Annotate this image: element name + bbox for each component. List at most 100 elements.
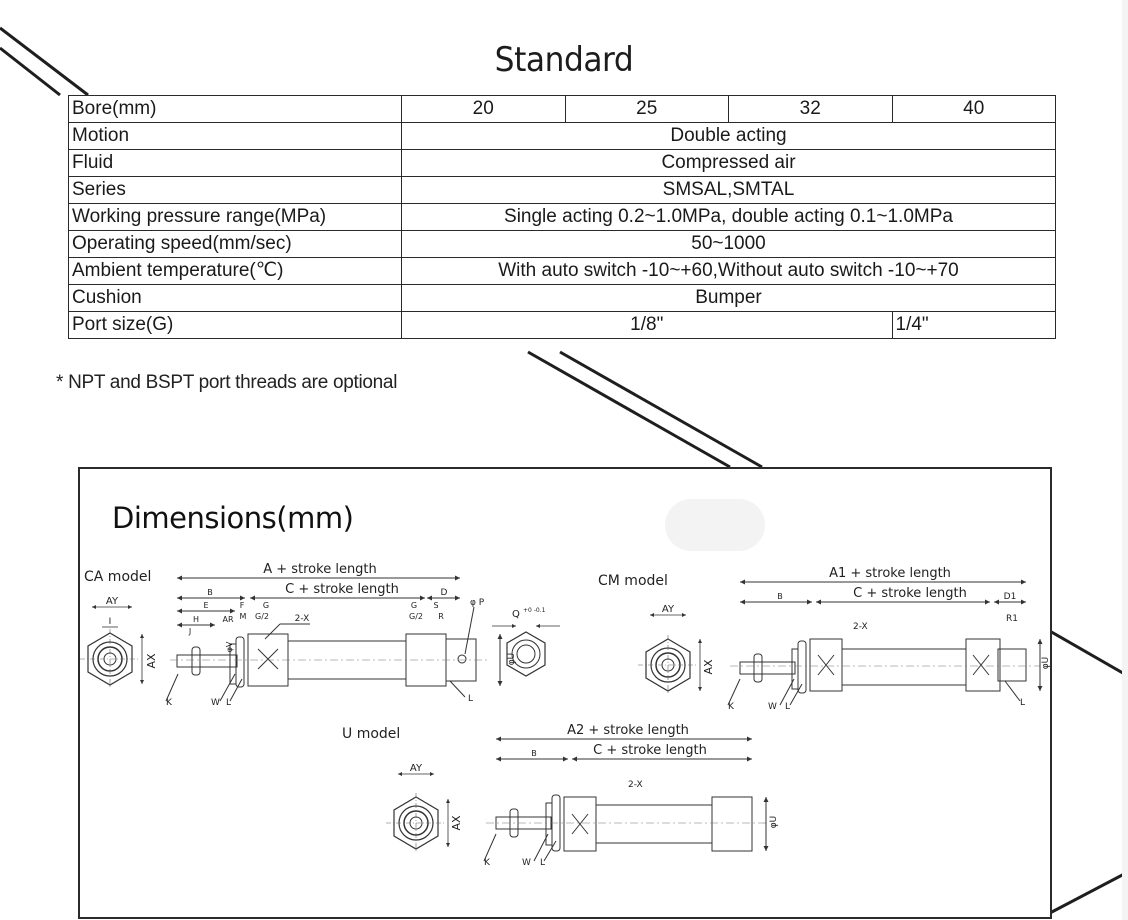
label-f: F (240, 601, 245, 610)
label-g: G (263, 601, 269, 610)
table-row: Fluid Compressed air (68, 149, 1056, 177)
row-label: Operating speed(mm/sec) (68, 230, 402, 258)
table-row: Cushion Bumper (68, 284, 1056, 312)
label-k: K (166, 698, 173, 708)
label-cm-b: B (777, 592, 783, 601)
table-row: Working pressure range(MPa) Single actin… (68, 203, 1056, 231)
label-p: φ P (470, 598, 485, 608)
cm-side-view (727, 579, 1043, 706)
page-indicator-pill (665, 499, 765, 551)
label-l: L (226, 698, 231, 708)
bore-32: 32 (728, 95, 893, 123)
ca-model-label: CA model (84, 569, 152, 585)
label-cm-2x: 2-X (853, 622, 868, 632)
label-cm-l: L (785, 702, 790, 712)
row-label: Port size(G) (68, 311, 402, 339)
label-cm-k: K (728, 702, 735, 712)
row-value: SMSAL,SMTAL (401, 176, 1056, 204)
label-d: D (441, 588, 448, 598)
label-cm-ay: AY (662, 604, 675, 615)
row-label: Working pressure range(MPa) (68, 203, 402, 231)
row-value: Bumper (401, 284, 1056, 312)
label-cm-overall: A1 + stroke length (829, 566, 951, 581)
label-j: J (188, 627, 191, 636)
label-g2-right: G/2 (409, 612, 423, 621)
label-cm-ax: AX (702, 659, 715, 675)
cm-dimension-labels: A1 + stroke length C + stroke length D1 … (728, 566, 1050, 712)
label-h: H (193, 615, 199, 624)
page-edge (1122, 0, 1128, 920)
ca-dimension-labels: A + stroke length C + stroke length B D … (166, 562, 517, 708)
row-label: Bore(mm) (68, 95, 402, 123)
label-u-u: φU (769, 816, 779, 829)
bore-25: 25 (564, 95, 729, 123)
row-label: Ambient temperature(℃) (68, 257, 402, 285)
label-ca-overall: A + stroke length (263, 562, 377, 577)
label-d1: D1 (1004, 592, 1017, 602)
label-cm-body: C + stroke length (853, 586, 967, 601)
label-u-b: B (531, 749, 537, 758)
label-q-tolerance: +0 -0.1 (523, 607, 546, 614)
label-u-body: C + stroke length (593, 743, 707, 758)
u-side-view (483, 736, 769, 862)
table-row: Operating speed(mm/sec) 50~1000 (68, 230, 1056, 258)
dimensions-title: Dimensions(mm) (112, 501, 354, 535)
table-row: Motion Double acting (68, 122, 1056, 150)
port-size-large: 1/4" (891, 311, 1056, 339)
label-e: E (203, 601, 208, 610)
dimensions-panel: Dimensions(mm) CA model CM model U model (78, 467, 1052, 919)
label-ca-body: C + stroke length (285, 582, 399, 597)
label-g2: G/2 (255, 612, 269, 621)
u-dimension-labels: A2 + stroke length C + stroke length B 2… (484, 723, 779, 868)
label-q: Q (512, 609, 520, 620)
table-row-port-size: Port size(G) 1/8" 1/4" (68, 311, 1056, 339)
cylinder-drawings: AY I AX (80, 562, 1050, 868)
table-row-bore: Bore(mm) 20 25 32 40 (68, 95, 1056, 123)
label-cm-l-right: L (1020, 698, 1025, 708)
label-l-right: L (468, 694, 473, 704)
label-u-2x: 2-X (628, 780, 643, 790)
label-u-w: W (522, 858, 531, 868)
label-ar: AR (222, 615, 233, 624)
label-w: W (211, 698, 220, 708)
label-cm-w: W (768, 702, 777, 712)
row-label: Fluid (68, 149, 402, 177)
row-label: Motion (68, 122, 402, 150)
bore-20: 20 (401, 95, 566, 123)
table-row: Series SMSAL,SMTAL (68, 176, 1056, 204)
u-end-view: AY AX (385, 763, 463, 854)
row-label: Cushion (68, 284, 402, 312)
table-row: Ambient temperature(℃) With auto switch … (68, 257, 1056, 285)
label-b: B (207, 588, 213, 597)
ca-end-view: AY I AX (80, 596, 158, 690)
label-r: R (438, 612, 444, 621)
label-r1: R1 (1006, 614, 1018, 624)
port-size-small: 1/8" (401, 311, 893, 339)
footnote: * NPT and BSPT port threads are optional (56, 372, 398, 393)
row-value: With auto switch -10~+60,Without auto sw… (401, 257, 1056, 285)
cm-model-label: CM model (598, 573, 668, 589)
label-cm-u: φU (1041, 657, 1050, 670)
row-label: Series (68, 176, 402, 204)
label-ax: AX (145, 653, 158, 669)
label-m: M (240, 612, 247, 621)
u-model-label: U model (342, 726, 401, 742)
bore-40: 40 (891, 95, 1056, 123)
label-u-overall: A2 + stroke length (567, 723, 689, 738)
label-2x: 2-X (295, 614, 310, 624)
label-u-ay: AY (410, 763, 423, 774)
label-g-right: G (411, 601, 417, 610)
label-u-l: L (540, 858, 545, 868)
label-u: φU (507, 653, 517, 666)
row-value: Single acting 0.2~1.0MPa, double acting … (401, 203, 1056, 231)
label-u-k: K (484, 858, 491, 868)
label-v: φV (225, 641, 234, 652)
cm-end-view: AY AX (637, 604, 715, 696)
page-title: Standard (494, 40, 634, 80)
label-s: S (433, 601, 438, 610)
label-u-ax: AX (450, 815, 463, 831)
ca-side-view (165, 575, 503, 702)
ca-rod-end-view: Q +0 -0.1 (492, 607, 560, 677)
row-value: 50~1000 (401, 230, 1056, 258)
label-ay: AY (106, 596, 119, 607)
